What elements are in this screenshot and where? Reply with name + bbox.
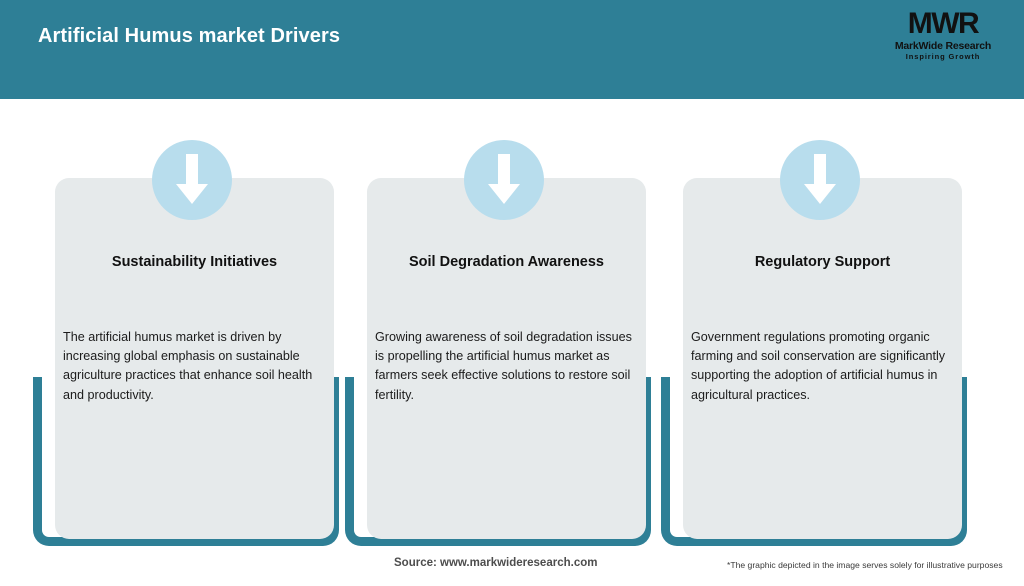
- driver-card-3: Regulatory Support Government regulation…: [661, 140, 973, 586]
- driver-card-1: Sustainability Initiatives The artificia…: [33, 140, 345, 586]
- card-panel: Soil Degradation Awareness Growing aware…: [367, 178, 646, 539]
- card-panel: Sustainability Initiatives The artificia…: [55, 178, 334, 539]
- logo-tagline: Inspiring Growth: [905, 52, 981, 61]
- disclaimer-label: *The graphic depicted in the image serve…: [727, 560, 1003, 570]
- page-title: Artificial Humus market Drivers: [38, 25, 341, 47]
- card-body-text: Government regulations promoting organic…: [691, 330, 946, 402]
- card-panel: Regulatory Support Government regulation…: [683, 178, 962, 539]
- card-body-text: Growing awareness of soil degradation is…: [375, 330, 632, 402]
- logo-company-name: MarkWide Research: [894, 40, 992, 52]
- card-frame-accent: [661, 377, 967, 546]
- page-header: Artificial Humus market Drivers MWR Mark…: [0, 0, 1024, 99]
- card-frame-accent: [345, 377, 651, 546]
- arrow-down-icon: [152, 140, 232, 220]
- drivers-card-row: Sustainability Initiatives The artificia…: [0, 99, 1024, 546]
- arrow-down-icon: [464, 140, 544, 220]
- driver-card-2: Soil Degradation Awareness Growing aware…: [345, 140, 657, 586]
- card-frame-accent: [33, 377, 339, 546]
- card-title: Soil Degradation Awareness: [408, 254, 604, 270]
- card-title: Regulatory Support: [754, 254, 891, 270]
- card-title: Sustainability Initiatives: [111, 254, 278, 270]
- logo-monogram: MWR: [907, 7, 980, 40]
- source-label: Source: www.markwideresearch.com: [394, 557, 598, 569]
- markwide-research-logo: MWR MarkWide Research Inspiring Growth: [884, 8, 1002, 70]
- arrow-down-icon: [780, 140, 860, 220]
- card-body-text: The artificial humus market is driven by…: [63, 330, 313, 402]
